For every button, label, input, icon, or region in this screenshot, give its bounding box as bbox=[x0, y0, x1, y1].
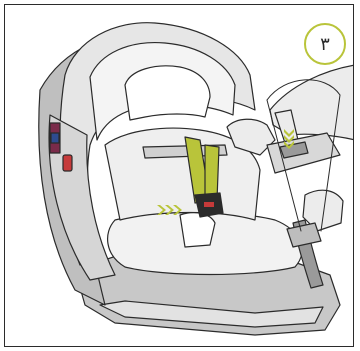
side-reflector bbox=[63, 155, 72, 171]
headrest-pad bbox=[125, 66, 210, 120]
step-number: ٣ bbox=[320, 34, 330, 55]
side-label-blue bbox=[51, 133, 59, 143]
crotch-pad bbox=[180, 213, 215, 247]
harness-strap-right bbox=[205, 145, 219, 201]
step-number-badge: ٣ bbox=[304, 23, 346, 65]
instruction-frame: ٣ bbox=[4, 4, 354, 347]
buckle-red-mark bbox=[204, 202, 214, 207]
lower-adjuster bbox=[287, 223, 321, 247]
car-seat-illustration bbox=[5, 5, 354, 347]
